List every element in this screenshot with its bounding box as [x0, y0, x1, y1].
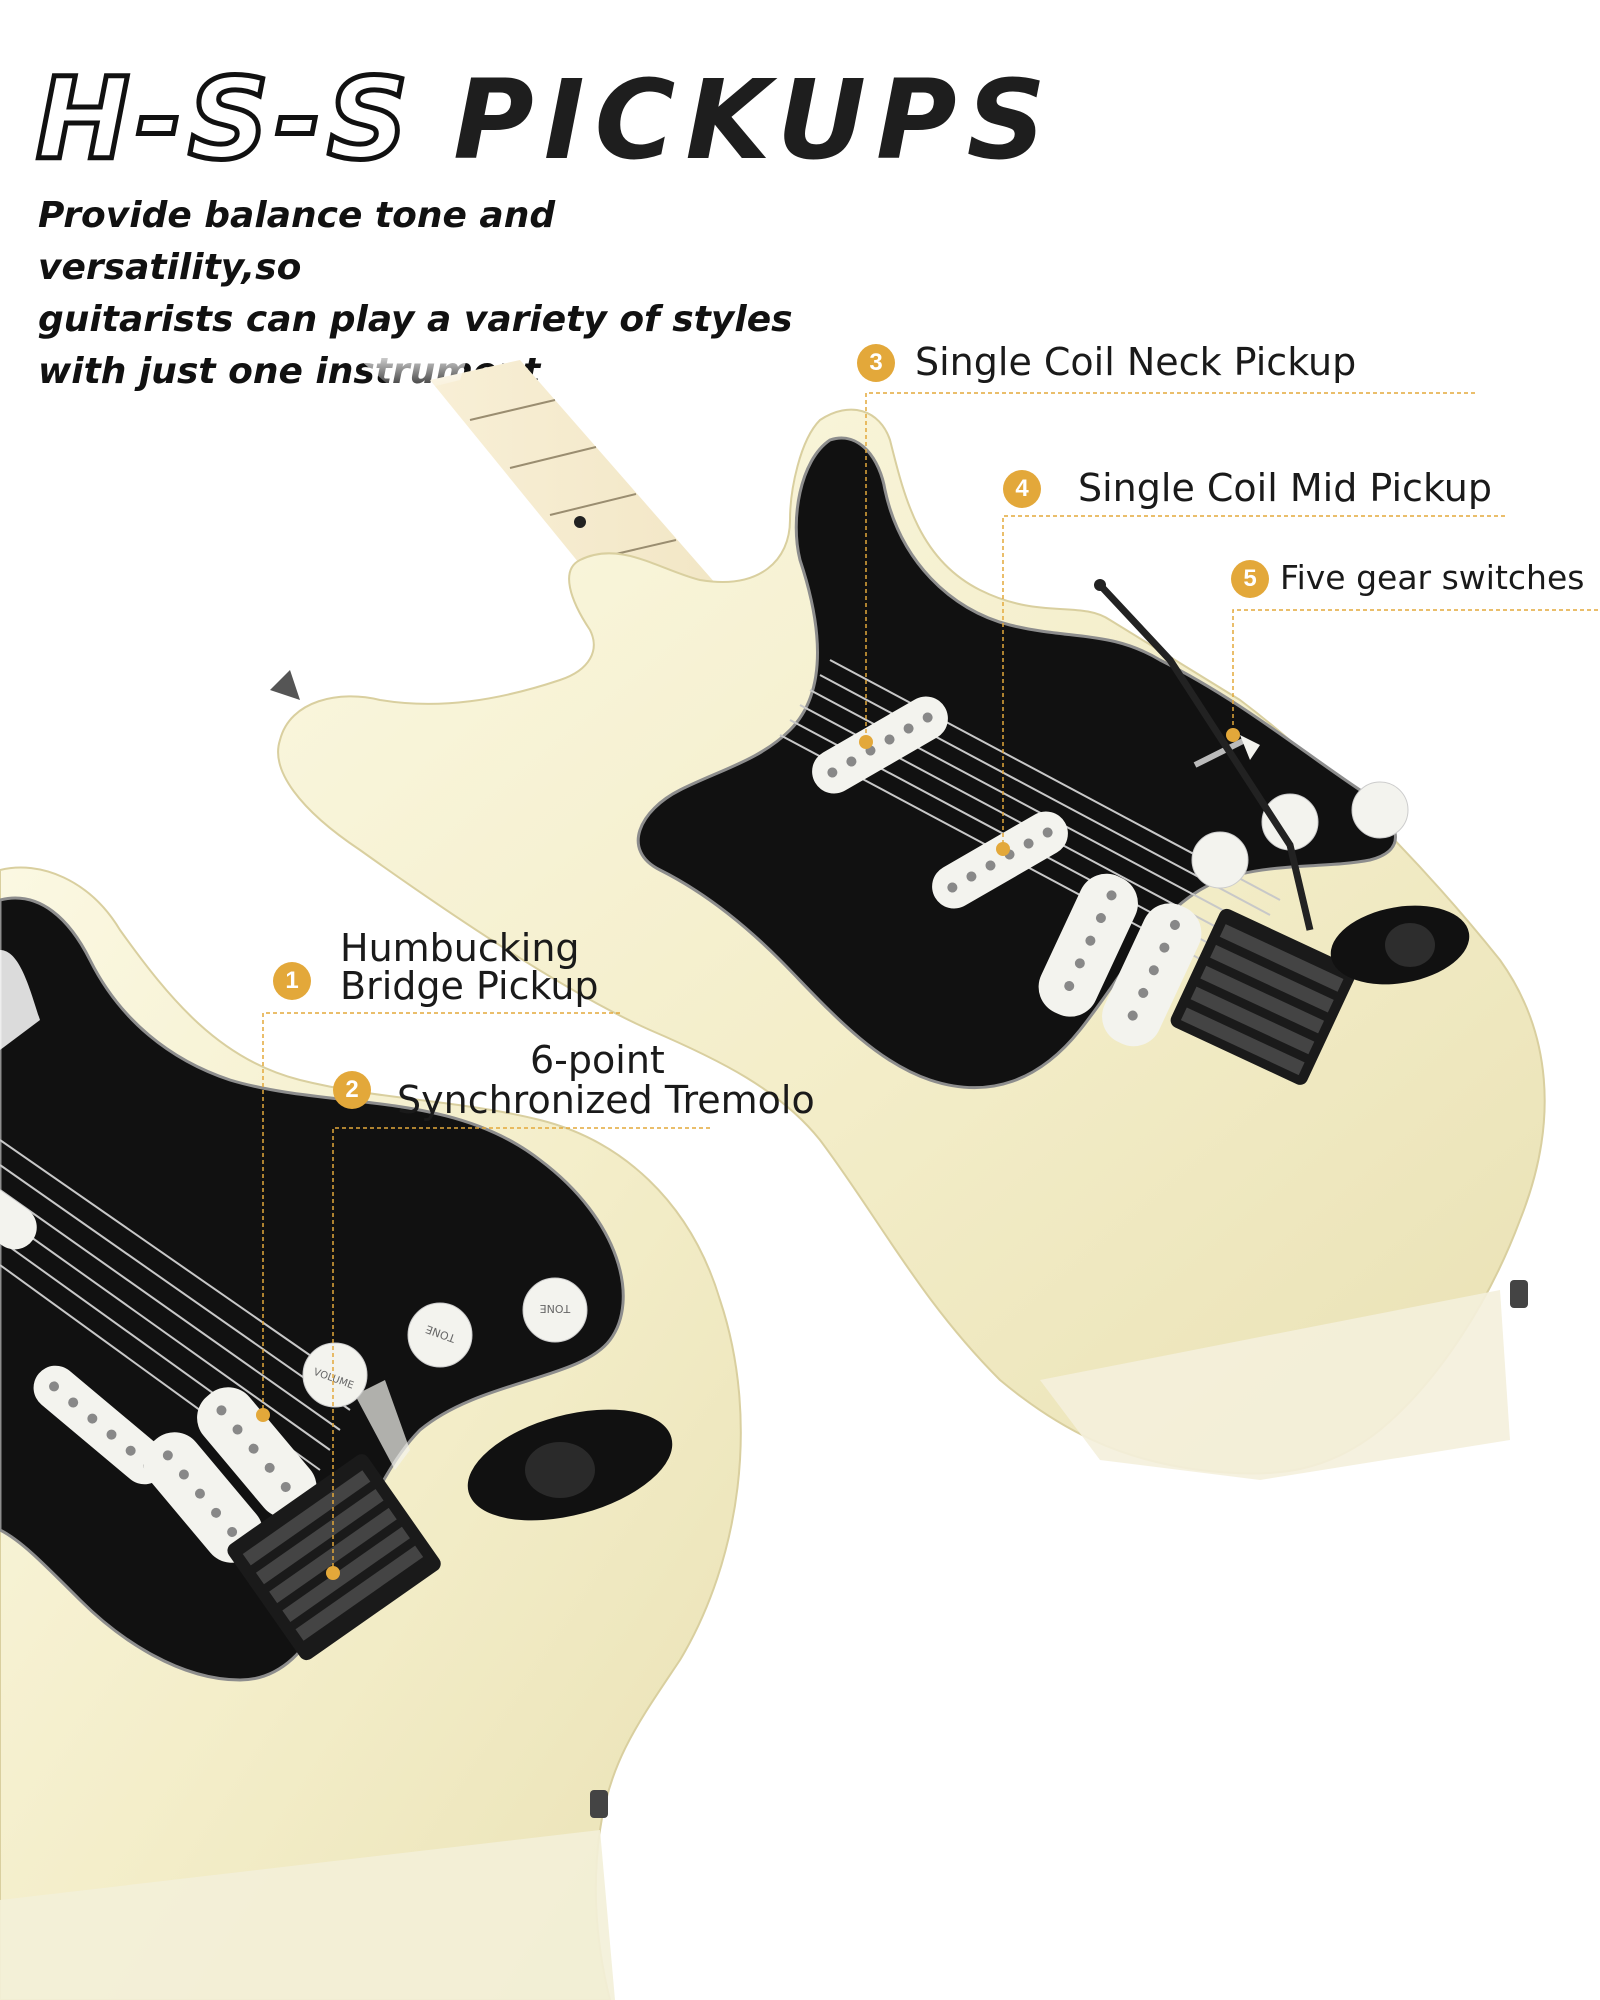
title-outline-text: H-S-S [33, 55, 415, 185]
closeup-humbucker [143, 1387, 317, 1563]
callout-label: Five gear switches [1280, 558, 1585, 597]
closeup-guitar: VOLUME TONE TONE [0, 866, 742, 2000]
bridge-humbucker [1038, 873, 1202, 1047]
callout-number-badge: 4 [1003, 470, 1041, 508]
callout-label: Humbucking [340, 926, 580, 970]
strap-button [590, 1790, 608, 1818]
closeup-tremolo-bridge [227, 1454, 441, 1661]
callout-label: Single Coil Mid Pickup [1078, 466, 1492, 510]
tremolo-bridge [1170, 908, 1357, 1085]
callout-number-badge: 1 [273, 962, 311, 1000]
neck-pickup [812, 696, 948, 794]
callout-label: Bridge Pickup [340, 964, 599, 1008]
callout-label: Synchronized Tremolo [397, 1078, 815, 1122]
main-guitar [270, 350, 1546, 1480]
strap-button [270, 670, 300, 700]
pickguard [636, 436, 1397, 1090]
page-title: H-S-S PICKUPS [33, 55, 1056, 185]
mid-pickup [932, 811, 1068, 909]
callout-label: 6-point [530, 1038, 665, 1082]
closeup-strings [0, 1139, 361, 1491]
title-solid-text: PICKUPS [453, 56, 1056, 184]
strap-button [1510, 1280, 1528, 1308]
closeup-output-jack [467, 1409, 673, 1521]
callout-leader-lines [262, 392, 1598, 1573]
subtitle-line: Provide balance tone and versatility,so [38, 195, 556, 288]
callout-number-badge: 2 [333, 1071, 371, 1109]
callout-number-badge: 3 [857, 344, 895, 382]
five-way-switch [1193, 735, 1260, 768]
control-knobs [1191, 781, 1409, 889]
subtitle-line: guitarists can play a variety of styles [38, 299, 793, 340]
tremolo-arm [1097, 582, 1314, 931]
callout-anchor-dots [256, 728, 1240, 1580]
closeup-neck-pickup [0, 1184, 37, 1250]
callout-number-badge: 5 [1231, 560, 1269, 598]
tone-knob-label: TONE [540, 1302, 572, 1315]
callout-label: Single Coil Neck Pickup [915, 340, 1357, 384]
output-jack [1330, 905, 1470, 985]
closeup-knobs: VOLUME TONE TONE [302, 1277, 588, 1408]
